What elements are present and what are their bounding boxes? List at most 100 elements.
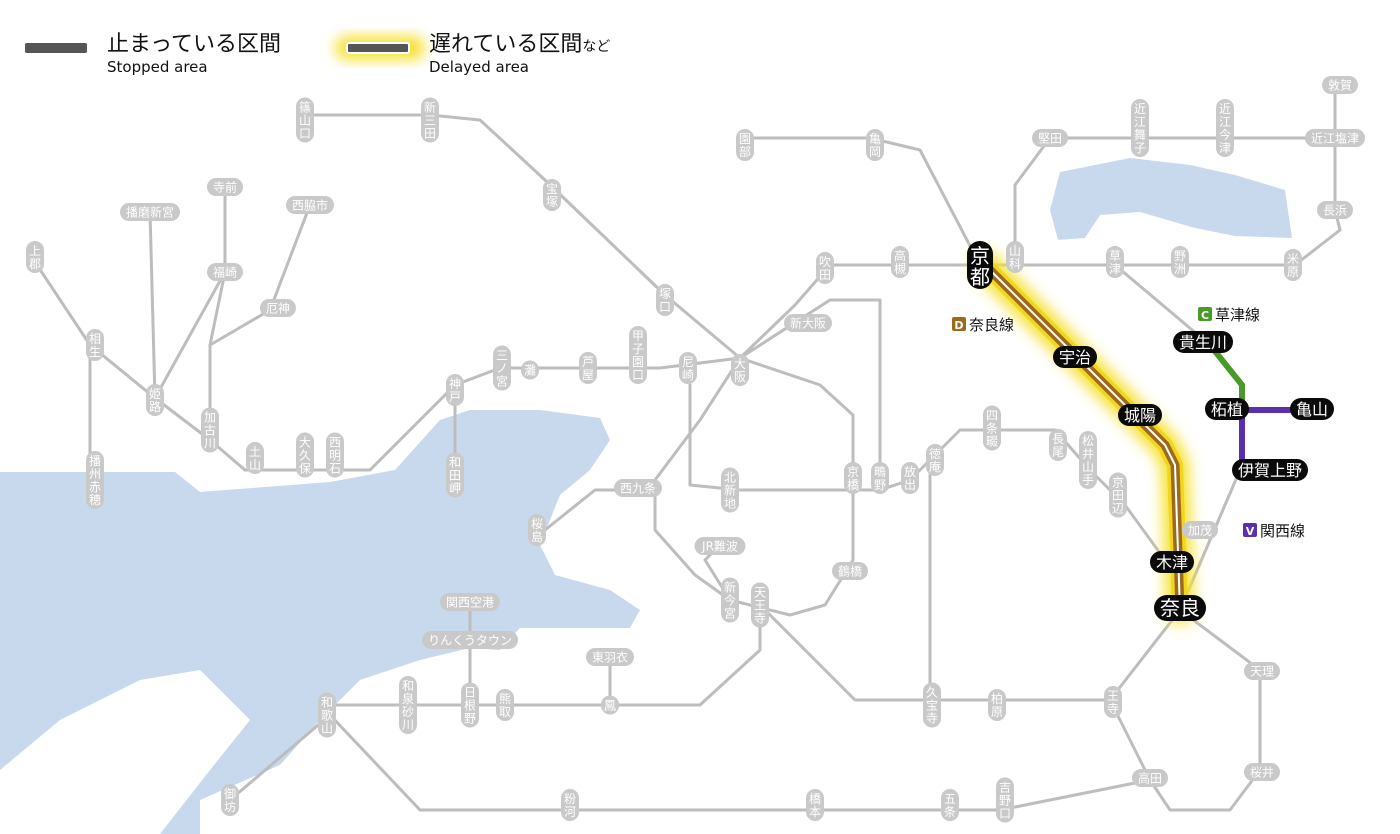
station-matsuiyamate[interactable]: 松井山手: [1079, 431, 1097, 489]
station-bg: [923, 682, 941, 728]
station-kamo[interactable]: 加茂: [1182, 521, 1218, 539]
station-yakujin[interactable]: 厄神: [260, 299, 296, 317]
station-bg: [832, 562, 868, 580]
station-izumisunagawa[interactable]: 和泉砂川: [399, 676, 417, 734]
station-kusatsu[interactable]: 草津: [1106, 246, 1124, 278]
station-name: 京都: [970, 244, 990, 289]
station-takada[interactable]: 高田: [1132, 769, 1168, 787]
station-nara[interactable]: 奈良: [1154, 595, 1206, 621]
station-sonobe[interactable]: 園部: [736, 129, 754, 161]
station-nishiwakishi[interactable]: 西脇市: [286, 196, 334, 214]
station-harimashingu[interactable]: 播磨新宮: [120, 203, 180, 221]
station-kakogawa[interactable]: 加古川: [201, 407, 219, 453]
station-rinkutown[interactable]: りんくうタウン: [422, 631, 518, 649]
station-sakurajima[interactable]: 桜島: [528, 514, 546, 546]
station-nagahama[interactable]: 長浜: [1317, 201, 1353, 219]
station-omiimazu[interactable]: 近江今津: [1216, 99, 1234, 157]
station-hanaten[interactable]: 放出: [901, 462, 919, 494]
station-takatsuki[interactable]: 高槻: [891, 246, 909, 278]
station-tsuruga[interactable]: 敦賀: [1322, 76, 1358, 94]
station-tsuchiyama[interactable]: 土山: [246, 442, 264, 474]
station-nishikujo[interactable]: 西九条: [614, 479, 662, 497]
station-wadamisaki[interactable]: 和田岬: [446, 452, 464, 498]
station-tsuge[interactable]: 柘植: [1205, 398, 1249, 420]
badge-kusatsu-line[interactable]: C 草津線: [1198, 306, 1260, 324]
station-kameyama[interactable]: 亀山: [1290, 398, 1334, 420]
station-kansaikuko[interactable]: 関西空港: [440, 593, 500, 611]
station-yoshinoguchi[interactable]: 吉野口: [996, 777, 1014, 823]
station-sannomiya[interactable]: 三ノ宮: [493, 345, 511, 391]
station-kamigori[interactable]: 上郡: [26, 241, 44, 273]
station-name: 柘植: [1211, 400, 1243, 419]
station-osaka[interactable]: 大阪: [731, 354, 749, 386]
station-fukusaki[interactable]: 福崎: [207, 263, 243, 281]
station-okubo[interactable]: 大久保: [296, 432, 314, 478]
station-tsuruhashi[interactable]: 鶴橋: [832, 562, 868, 580]
station-himeji[interactable]: 姫路: [146, 384, 164, 416]
station-tsukaguchi[interactable]: 塚口: [656, 284, 674, 316]
station-igaueno[interactable]: 伊賀上野: [1232, 459, 1308, 481]
station-nada[interactable]: 灘: [521, 360, 539, 380]
station-jrnamba[interactable]: JR難波: [694, 537, 746, 555]
station-kitashinchi[interactable]: 北新地: [721, 467, 739, 513]
station-aioi[interactable]: 相生: [86, 329, 104, 361]
station-omimaiko[interactable]: 近江舞子: [1131, 99, 1149, 157]
station-kyobashi[interactable]: 京橋: [844, 462, 862, 494]
station-sakurai[interactable]: 桜井: [1244, 763, 1280, 781]
station-oji[interactable]: 王寺: [1104, 686, 1122, 718]
station-omishiotsu[interactable]: 近江塩津: [1305, 129, 1365, 147]
station-name: 和歌山: [321, 696, 333, 736]
station-takarazuka[interactable]: 宝塚: [543, 179, 561, 211]
station-teramae[interactable]: 寺前: [207, 178, 243, 196]
station-name: 新大阪: [790, 315, 826, 330]
station-amagasaki[interactable]: 尼崎: [679, 352, 697, 384]
station-kokawa[interactable]: 粉河: [561, 789, 579, 821]
station-wakayama[interactable]: 和歌山: [318, 692, 336, 738]
station-yasu[interactable]: 野洲: [1171, 246, 1189, 278]
station-shinimamiya[interactable]: 新今宮: [721, 577, 739, 623]
station-sasayamaguchi[interactable]: 篠山口: [296, 97, 314, 143]
station-joyo[interactable]: 城陽: [1118, 404, 1162, 426]
station-yamashina[interactable]: 山科: [1006, 241, 1024, 273]
station-katata[interactable]: 堅田: [1032, 129, 1068, 147]
station-ashiya[interactable]: 芦屋: [579, 352, 597, 384]
station-banshuako[interactable]: 播州赤穂: [86, 451, 104, 509]
station-tenri[interactable]: 天理: [1244, 662, 1280, 680]
station-hineno[interactable]: 日根野: [461, 682, 479, 728]
station-bg: [26, 241, 44, 273]
station-otori[interactable]: 鳳: [601, 695, 619, 715]
station-kyotanabe[interactable]: 京田辺: [1109, 472, 1127, 518]
station-hashimoto[interactable]: 橋本: [806, 789, 824, 821]
station-koshienguchi[interactable]: 甲子園口: [629, 326, 647, 384]
station-name: 御坊: [224, 786, 236, 814]
station-gobo[interactable]: 御坊: [221, 784, 239, 816]
badge-kansai-line[interactable]: V 関西線: [1243, 522, 1305, 540]
station-bg: [1032, 129, 1068, 147]
station-uji[interactable]: 宇治: [1053, 346, 1097, 368]
station-shijonawate[interactable]: 四条畷: [983, 405, 1001, 451]
badge-kansai-letter-bg: [1243, 523, 1257, 537]
station-kibukawa[interactable]: 貴生川: [1173, 331, 1233, 353]
station-kyuhoji[interactable]: 久宝寺: [923, 682, 941, 728]
badge-nara-line[interactable]: D 奈良線: [952, 316, 1014, 334]
station-kobe[interactable]: 神戸: [446, 374, 464, 406]
station-kizu[interactable]: 木津: [1150, 551, 1194, 573]
station-bg: [1118, 404, 1162, 426]
station-maibara[interactable]: 米原: [1284, 249, 1302, 281]
station-higashihagoromo[interactable]: 東羽衣: [586, 648, 634, 666]
station-shinsanda[interactable]: 新三田: [421, 97, 439, 143]
station-gojo[interactable]: 五条: [941, 789, 959, 821]
station-nagao[interactable]: 長尾: [1049, 429, 1067, 461]
station-name: 姫路: [149, 387, 161, 414]
station-tokuan[interactable]: 徳庵: [926, 444, 944, 476]
station-shinosaka[interactable]: 新大阪: [784, 314, 832, 332]
station-kyoto[interactable]: 京都: [967, 241, 993, 289]
station-tennoji[interactable]: 天王寺: [751, 582, 769, 628]
station-kameoka[interactable]: 亀岡: [866, 129, 884, 161]
station-suita[interactable]: 吹田: [816, 252, 834, 284]
station-bg: [1132, 769, 1168, 787]
station-kumatori[interactable]: 熊取: [496, 689, 514, 721]
station-shigino[interactable]: 鴫野: [871, 462, 889, 494]
station-nishiakashi[interactable]: 西明石: [326, 432, 344, 478]
station-kashiwara[interactable]: 柏原: [988, 689, 1006, 721]
